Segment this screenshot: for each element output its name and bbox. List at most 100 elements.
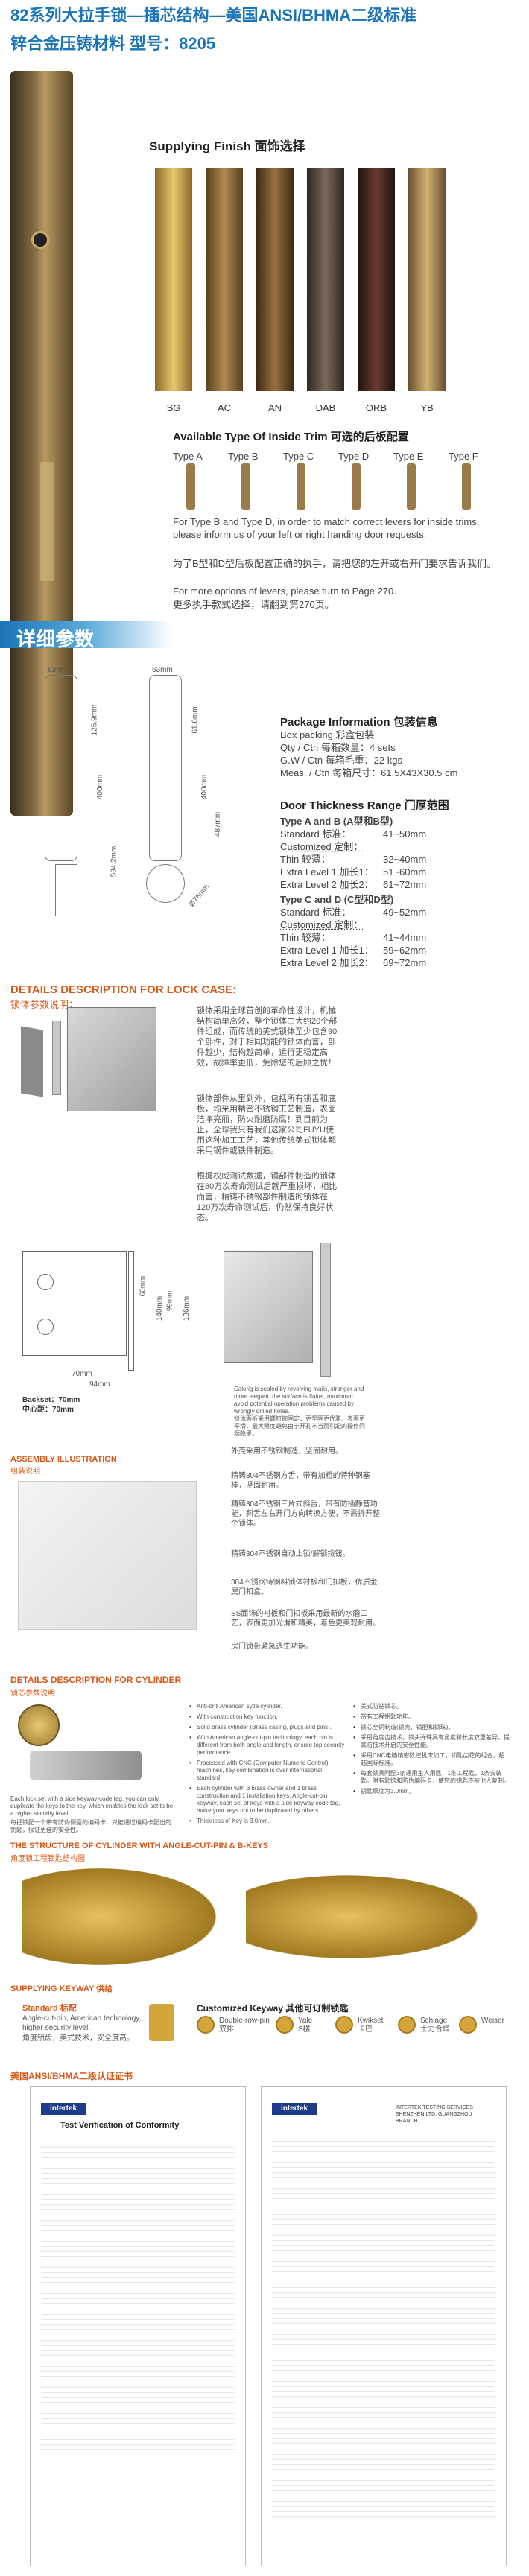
door-cd-v0: 49~52mm [383,907,427,918]
dim-diameter: Ø76mm [188,883,212,909]
lockcase-d3: 60mm [139,1275,148,1297]
detail-banner [0,621,171,648]
keyway-opt-0-en: Double-row-pin [219,2017,270,2025]
finish-title: Supplying Finish 面饰选择 [149,139,305,153]
trim-type-b: Type B [228,451,259,462]
cert-right-body [272,2136,495,2524]
cylinder-title: DETAILS DESCRIPTION FOR CYLINDER [10,1675,182,1685]
door-cd-k4: Extra Level 2 加长2： [280,957,374,968]
cyl-en-3: With American angle-cut-pin technology, … [189,1734,346,1757]
keyway-opt-4-en: Weiser [481,2017,504,2025]
pkg-line-4: Meas. / Ctn 每箱尺寸：61.5X43X30.5 cm [280,767,458,778]
dim-h3: 534.2mm [110,846,118,878]
door-cd-v2: 41~44mm [383,932,427,943]
door-ab-v3: 51~60mm [383,866,427,878]
keyway-opt-3-en: Schlage [420,2017,448,2025]
cyl-en-6: Thickness of Key is 3.0mm. [189,1818,346,1825]
pkg-line-3: G.W / Ctn 每箱毛重：22 kgs [280,755,402,766]
keyway-opt-1-cn: S楼 [298,2025,311,2034]
keyway-std-cn: 角度锁齿，美式技术，安全度高。 [22,2034,134,2043]
note-5: 304不锈钢铸钢料锁体衬板和门扣板，优质金属门扣盒。 [231,1579,378,1596]
cyl-en-4: Processed with CNC (Computer Numeric Con… [189,1760,346,1782]
cyl-cn-3: 采用角度齿技术，锁头弹珠具有角度和长度双重差异，提高防技术开启的安全性能。 [353,1734,510,1749]
door-ab-k1: Customized 定制： [280,841,364,852]
note-2: 精铸304不锈钢方舌，带有加粗的特种钢塞棒，坚固耐用。 [231,1472,370,1490]
drawing-hole-2 [37,1319,54,1335]
cylinder-tag-en: Each lock set with a side keyway-code ta… [10,1795,174,1817]
note-0-cn: 锁体面板采用螺钉铆固定，更坚固更优雅，表面更平滑，最大限度避免由于开孔不当而引起… [234,1415,365,1437]
cert-right-head: INTERTEK TESTING SERVICES SHENZHEN LTD. … [396,2105,473,2124]
drawing-faceplate [128,1251,134,1371]
finish-swatch-orb [358,168,395,391]
cyl-cn-0: 美式防钻锁芯。 [353,1703,510,1710]
trim-note-2: For more options of levers, please turn … [173,586,396,597]
page-title: 82系列大拉手锁—插芯结构—美国ANSI/BHMA二级标准 [10,6,417,25]
cyl-cn-2: 锁芯全铜制造(锁壳、锁胆和锁珠)。 [353,1724,510,1731]
intertek-logo-right: intertek [272,2103,317,2115]
trim-title: Available Type Of Inside Trim 可选的后板配置 [173,431,409,443]
pkg-line-2: Qty / Ctn 每箱数量：4 sets [280,742,396,753]
finish-swatch-dab [307,168,344,391]
cyl-cn-6: 钥匙厚度为3.0mm。 [353,1788,510,1795]
cyl-en-0: Anti-drill American sytle cylinder. [189,1703,346,1710]
door-ab-k0: Standard 标准： [280,828,352,840]
lockcase-d2: 94mm [89,1380,110,1389]
dim-h6: 487mm [214,811,223,837]
door-cd-k3: Extra Level 1 加长1： [280,945,374,956]
backset-cn: 中心距：70mm [22,1406,74,1414]
angle-cylinder-diagram-2 [246,1868,499,1965]
door-cd-k2: Thin 较薄： [280,932,331,943]
keys-image [30,1751,142,1780]
finish-swatch-yb [408,168,446,391]
keyway-std-title: Standard 标配 [22,2004,77,2013]
trim-type-f: Type F [449,451,478,462]
finish-code-ac: AC [217,402,232,413]
detail-title: 详细参数 [16,628,95,650]
door-ab-title: Type A and B (A型和B型) [280,816,393,827]
drawing-hole-1 [37,1274,54,1290]
trim-type-d: Type D [338,451,370,462]
door-ab-k3: Extra Level 1 加长1： [280,866,374,878]
trim-type-e: Type E [393,451,424,462]
door-cd-k1: Customized 定制： [280,919,364,930]
lockcase-drawing [22,1251,127,1356]
cyl-cn-1: 带有工程钥匙功能。 [353,1713,510,1721]
finish-code-sg: SG [166,402,181,413]
lockcase-p1: 锁体采用全球首创的革命性设计，机械结构简单高效，整个锁体由大约20个部件组成，而… [197,1006,338,1067]
trim-note-1-cn: 为了B型和D型后板配置正确的执手，请把您的左开或右开门要求告诉我们。 [173,558,497,569]
keyway-kwikset-icon [335,2016,353,2034]
keyway-schlage-icon [398,2016,416,2034]
note-1: 外壳采用不锈钢制造，坚固耐用。 [231,1447,343,1456]
cylinder-features-en: Anti-drill American sytle cylinder. With… [189,1703,346,1828]
cyl-en-1: With construction key function. [189,1713,346,1721]
keyway-title: SUPPLYING KEYWAY 供给 [10,1985,113,1993]
lockcase-p3: 根据权威测试数据，钢部件制造的锁体在80万次寿命测试后就严重损坏，相比而言，精铸… [197,1172,338,1222]
trim-type-c: Type C [283,451,314,462]
pkg-title: Package Information 包装信息 [280,716,438,729]
keyway-opt-1-en: Yale [298,2017,313,2025]
assembly-subtitle: 组装说明 [10,1468,40,1476]
lockcase-d5: 99mm [165,1290,174,1312]
keyway-std-icon [149,2004,174,2041]
lockcase-d1: 70mm [72,1370,92,1378]
trim-f-image [462,463,471,510]
lock-case-image [67,1007,156,1111]
cert-left-doc: intertek Test Verification of Conformity [30,2086,246,2566]
faceplate-image [52,1021,61,1095]
cyl-cn-4: 采用CNC电脑精密数控机床加工，锁匙齿花的组合，超越国际标准。 [353,1752,510,1767]
keyway-opt-0-cn: 双排 [219,2025,234,2034]
cylinder-image [18,1704,60,1746]
cert-right-doc: intertek INTERTEK TESTING SERVICES SHENZ… [261,2086,507,2566]
finish-code-an: AN [267,402,282,413]
lockcase-title: DETAILS DESCRIPTION FOR LOCK CASE: [10,983,237,996]
door-title: Door Thickness Range 门厚范围 [280,799,449,812]
cylinder-icon [31,231,49,249]
door-cd-v3: 59~62mm [383,945,427,956]
cert-left-title: Test Verification of Conformity [60,2121,180,2130]
page-subtitle: 锌合金压铸材料 型号：8205 [10,34,216,53]
note-6: SS面饰的衬板和门扣板采用最新的水磨工艺，表面更加光滑和精美，着色更美观耐用。 [231,1610,380,1628]
angle-title: THE STRUCTURE OF CYLINDER WITH ANGLE-CUT… [10,1841,269,1850]
door-ab-v2: 32~40mm [383,854,427,865]
finish-code-yb: YB [420,402,434,413]
door-ab-v4: 61~72mm [383,879,427,890]
